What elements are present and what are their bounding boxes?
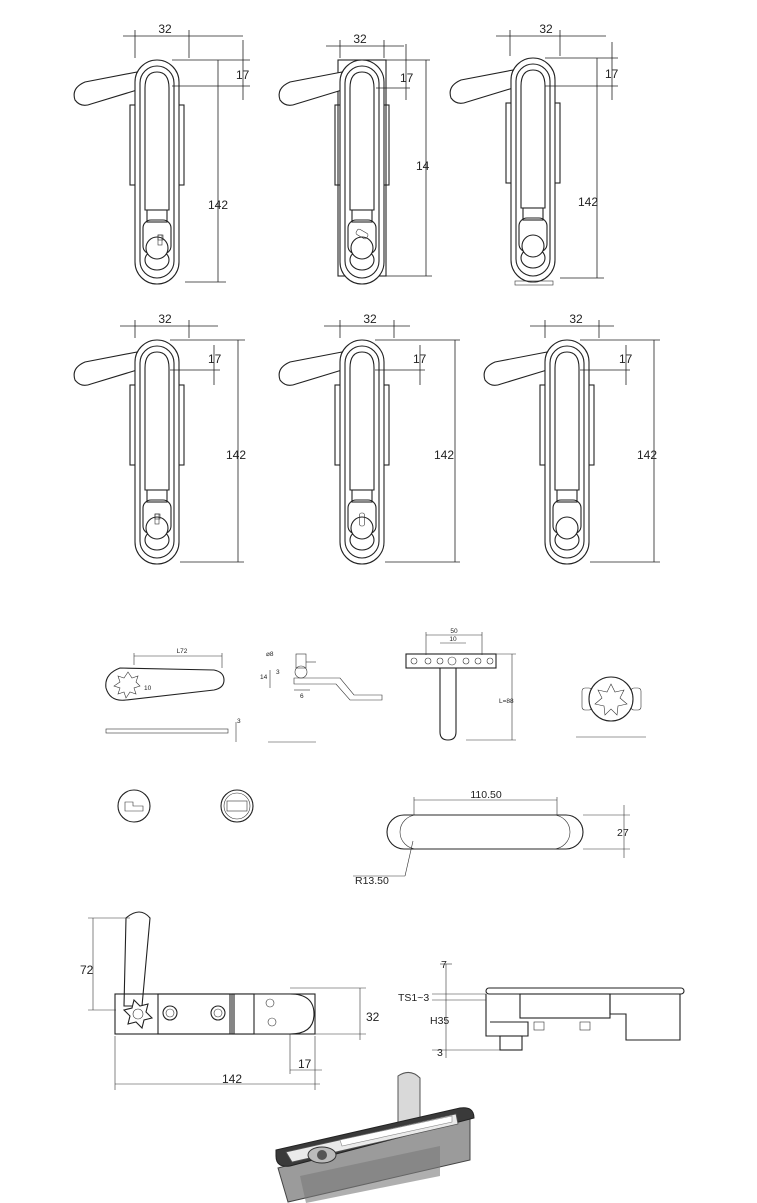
handle-view-6: 32 17 142 [483,312,660,565]
dim-height-6: 142 [637,448,657,462]
assembly-bottom: 3 [437,1047,443,1059]
rod-dia-label: ⌀8 [266,651,274,658]
dim-width-1: 32 [158,22,172,36]
handle-view-2: 32 17 14 [278,32,432,285]
handle-view-3: 32 17 142 [449,22,619,286]
lock-face-2 [220,789,254,823]
handle-view-5: 32 17 142 [278,312,460,565]
assembly-width: 32 [366,1010,380,1024]
assembly-ts: TS1~3 [398,992,429,1004]
handle-view-1: 32 17 142 [73,22,250,285]
dim-height-5: 142 [434,448,454,462]
dim-width-2: 32 [353,32,367,46]
assembly-h: H35 [430,1015,449,1027]
dim-height-4: 142 [226,448,246,462]
bracket-width-label: 50 [450,628,458,635]
dim-height-3: 142 [578,195,598,209]
dim-width-5: 32 [363,312,377,326]
dim-width-6: 32 [569,312,583,326]
bracket-part: 50 10 L=88 [405,628,516,741]
bracket-pitch-label: 10 [449,636,457,643]
bracket-length-label: L=88 [499,698,514,705]
panel-cutout: 110.50 27 R13.50 [353,789,630,887]
dim-offset-6: 17 [619,352,633,366]
assembly-section-view: 7 TS1~3 H35 3 [398,959,685,1059]
rod-d3-label: 6 [300,693,304,700]
cam-lever-part: L72 10 3 [105,648,241,742]
lock-rod-part: ⌀8 3 14 6 [260,651,383,743]
assembly-offset: 17 [298,1057,312,1071]
cutout-length-label: 110.50 [470,789,501,801]
dim-height-2: 14 [416,159,430,173]
rod-d1-label: 3 [276,669,280,676]
cutout-radius-label: R13.50 [355,875,389,887]
assembly-body-len: 142 [222,1072,242,1086]
cutout-height-label: 27 [617,827,629,839]
cam-length-label: L72 [177,648,188,655]
lock-face-1 [117,789,151,823]
assembly-side-view: 72 142 17 32 [80,911,380,1090]
star-bush-part [576,676,646,738]
handle-view-4: 32 17 142 [73,312,246,565]
dim-offset-2: 17 [400,71,414,85]
product-3d-render [275,1072,475,1203]
dim-offset-1: 17 [236,68,250,82]
assembly-handle-len: 72 [80,963,94,977]
cam-thickness-label: 3 [237,718,241,725]
dim-offset-3: 17 [605,67,619,81]
cam-hole-label: 10 [144,685,152,692]
dim-height-1: 142 [208,198,228,212]
dim-offset-5: 17 [413,352,427,366]
dim-offset-4: 17 [208,352,222,366]
dim-width-4: 32 [158,312,172,326]
dim-width-3: 32 [539,22,553,36]
rod-d2-label: 14 [260,674,268,681]
assembly-top-gap: 7 [441,959,447,971]
